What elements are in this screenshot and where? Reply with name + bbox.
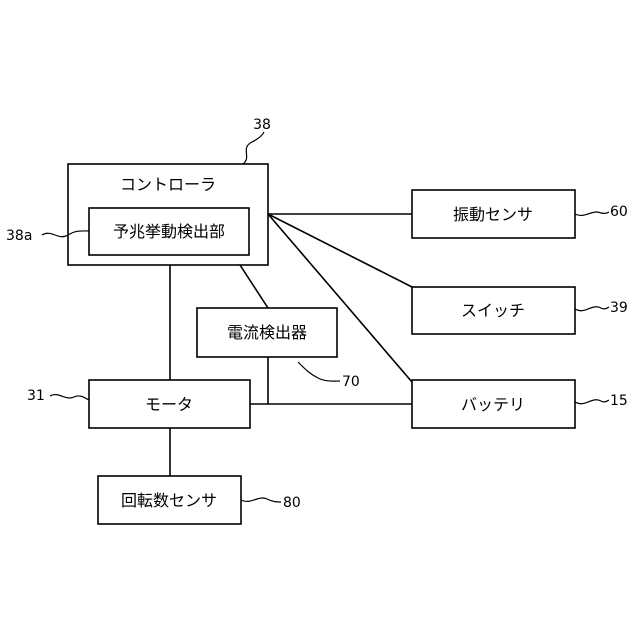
ref-rpm-sensor: 80	[283, 495, 301, 511]
current-detector-label: 電流検出器	[227, 323, 307, 342]
wire-controller-current-detector	[240, 265, 268, 308]
switch-block: スイッチ	[412, 287, 575, 334]
precursor-detector-block: 予兆挙動検出部	[89, 208, 249, 255]
leader-31	[50, 395, 89, 400]
ref-current-detector: 70	[342, 374, 360, 390]
precursor-detector-label: 予兆挙動検出部	[113, 222, 225, 241]
ref-vibration-sensor: 60	[610, 204, 628, 220]
controller-label: コントローラ	[120, 175, 216, 194]
rpm-sensor-label: 回転数センサ	[121, 491, 217, 510]
leader-70	[298, 362, 340, 381]
vibration-sensor-block: 振動センサ	[412, 190, 575, 238]
ref-controller: 38	[253, 117, 271, 133]
ref-battery: 15	[610, 393, 628, 409]
switch-label: スイッチ	[461, 301, 525, 320]
battery-label: バッテリ	[461, 395, 525, 414]
rpm-sensor-block: 回転数センサ	[98, 476, 241, 524]
leader-38	[243, 132, 264, 164]
ref-precursor-detector: 38a	[6, 228, 32, 244]
leader-39	[575, 307, 609, 311]
wire-controller-switch	[268, 214, 412, 287]
leader-60	[575, 212, 609, 215]
vibration-sensor-label: 振動センサ	[453, 205, 533, 224]
current-detector-block: 電流検出器	[197, 308, 337, 357]
motor-label: モータ	[145, 395, 193, 414]
ref-motor: 31	[27, 388, 45, 404]
motor-block: モータ	[89, 380, 250, 428]
leader-15	[575, 400, 609, 404]
ref-switch: 39	[610, 300, 628, 316]
leader-80	[241, 498, 281, 502]
battery-block: バッテリ	[412, 380, 575, 428]
